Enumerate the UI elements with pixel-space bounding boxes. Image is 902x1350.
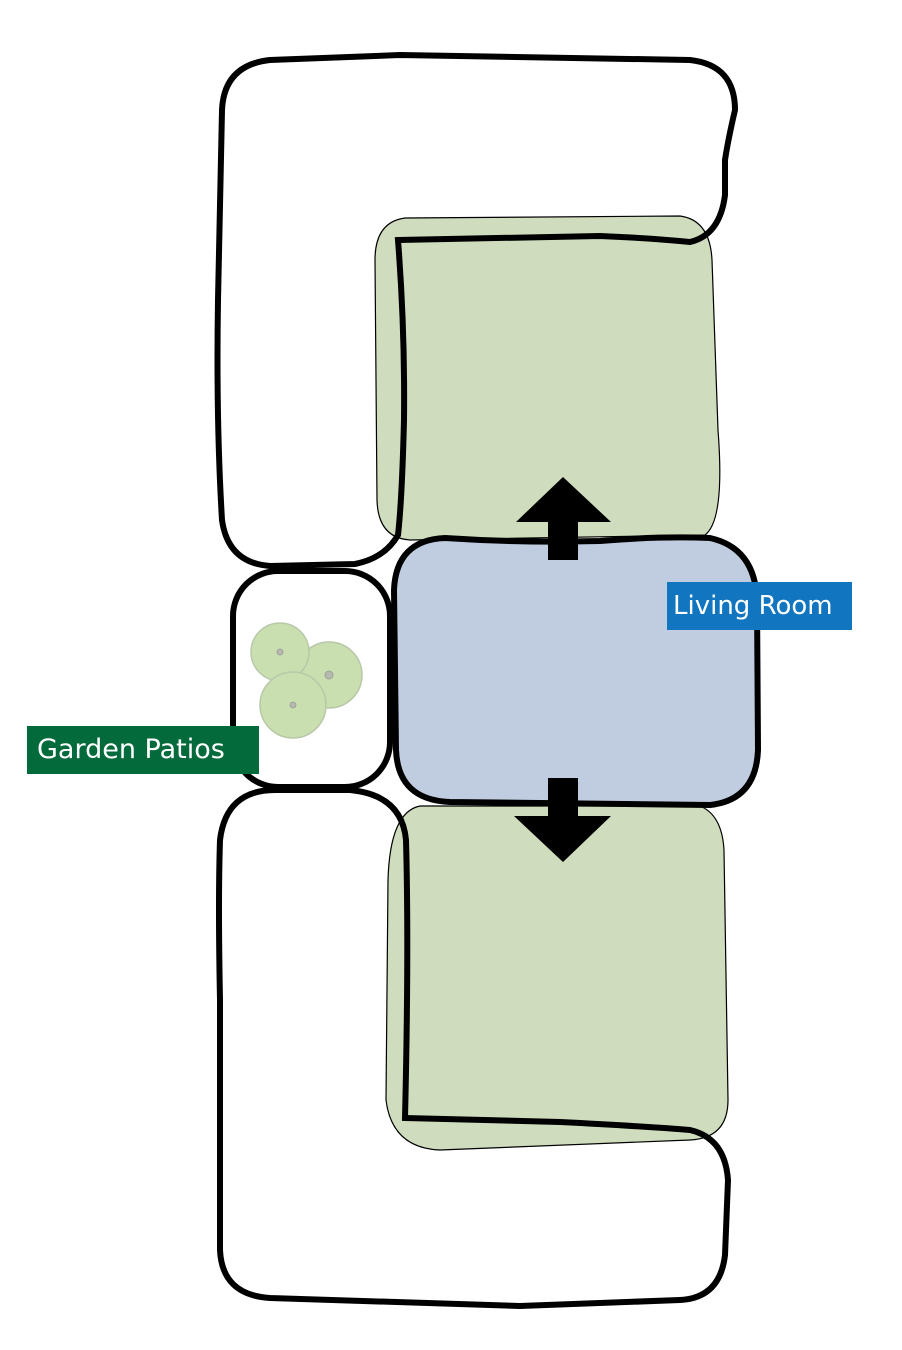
green-area-top	[374, 215, 721, 541]
bottom-wing-outline	[216, 787, 732, 1310]
arrow-down-icon	[514, 778, 611, 862]
top-wing-outline	[214, 51, 739, 570]
living-room-area	[390, 534, 762, 809]
arrow-up-icon	[516, 477, 611, 560]
living-room-label: Living Room	[667, 582, 852, 630]
garden-patios-label: Garden Patios	[27, 726, 259, 774]
green-area-bottom	[385, 805, 729, 1151]
shrub-cluster-icon	[250, 622, 363, 739]
